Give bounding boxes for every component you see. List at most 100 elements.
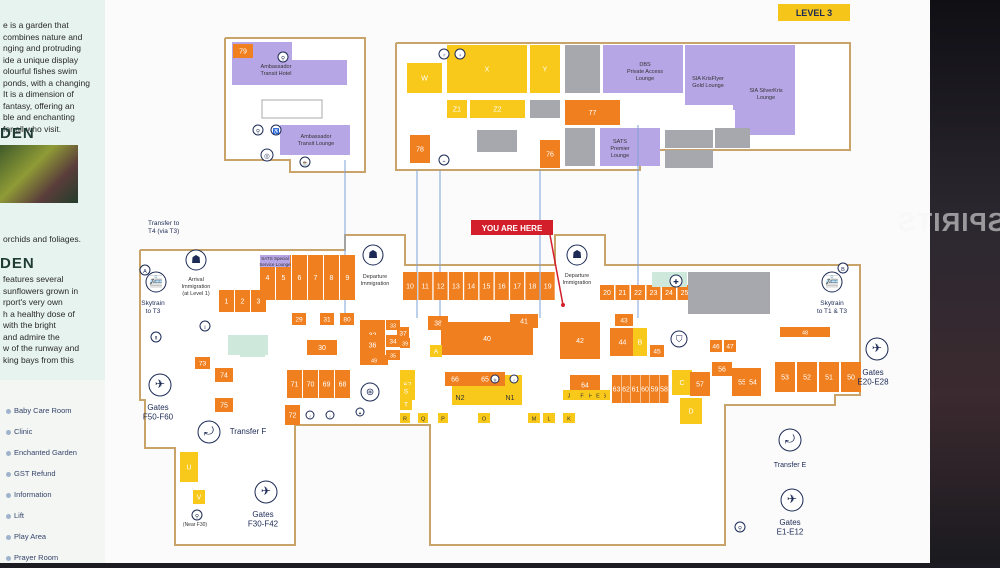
description-line: fantasy, offering an	[3, 100, 75, 111]
icon-small-glyph: ✦	[358, 411, 362, 416]
unit-number: 56	[718, 367, 726, 374]
unit-number: W	[421, 76, 428, 83]
shop-unit	[797, 362, 817, 392]
shop-unit	[195, 357, 210, 369]
shop-unit	[563, 390, 575, 400]
shop-unit	[715, 128, 750, 148]
shop-unit	[646, 285, 661, 300]
plane-bottom-icon	[254, 480, 278, 504]
shop-unit	[600, 285, 614, 300]
unit-number: T	[404, 402, 408, 409]
hotel-icon-glyph: ⚲	[281, 55, 285, 62]
gates-f50-label: Gates	[147, 403, 168, 412]
shop-unit	[251, 290, 266, 312]
unit-number: 76	[546, 152, 554, 159]
shop-unit	[600, 128, 660, 166]
level-badge	[778, 4, 850, 21]
unit-number: 25	[681, 290, 689, 297]
shop-unit	[690, 372, 710, 396]
garden-photo	[0, 145, 78, 203]
unit-number: 41	[520, 319, 528, 326]
stop-a-icon	[139, 264, 151, 276]
unit-number: 12	[437, 284, 445, 291]
unit-number: 61	[632, 387, 640, 394]
camera-icon	[260, 148, 274, 162]
legend-item: Lift	[6, 511, 24, 520]
shop-unit	[631, 375, 640, 403]
transfer-t4-label: Transfer to	[148, 220, 180, 227]
sats-service-lounge	[260, 255, 290, 267]
place-label: DBS	[639, 62, 651, 68]
unit-number: L	[547, 417, 550, 423]
information-icon-glyph: i	[204, 325, 205, 331]
section-title-2: DEN	[0, 255, 35, 272]
shop-unit	[287, 370, 302, 398]
level-badge-text: LEVEL 3	[796, 8, 832, 18]
description-line: ide a unique display	[3, 54, 79, 65]
unit-number: 6	[298, 275, 302, 282]
unit-number: 58	[660, 387, 668, 394]
play-area-icon	[360, 382, 380, 402]
description-line: rport's very own	[3, 297, 63, 307]
plane-right-icon	[865, 337, 889, 361]
shop-unit	[307, 340, 337, 355]
plane-bottom-icon-glyph: ✈	[261, 484, 271, 498]
unit-number: S	[404, 389, 409, 396]
shop-unit	[563, 413, 575, 423]
departure-immigration-label: Departure	[363, 274, 387, 280]
description-line: w of the runway and	[3, 343, 80, 353]
shop-unit	[612, 375, 621, 403]
info-icon-glyph: ⌁	[442, 159, 446, 165]
gates-f30-label: Gates	[252, 510, 273, 519]
unit-number: 36	[369, 343, 377, 350]
shop-unit	[665, 150, 713, 168]
skytrain-right-label: Skytrain	[820, 300, 844, 307]
place-label: Lounge	[757, 95, 775, 101]
shop-unit	[543, 413, 555, 423]
baby-care-icon	[191, 509, 203, 521]
departure-immigration-label: Immigration	[563, 280, 592, 286]
unit-number: 40	[483, 336, 491, 343]
legend-label: GST Refund	[14, 469, 56, 478]
unit-number: H	[589, 394, 593, 400]
shop-unit	[650, 345, 664, 357]
transfer-f-icon-glyph: ⤾	[204, 424, 214, 438]
ambassador-hotel-area	[232, 60, 347, 85]
description-line: e is a garden that	[3, 20, 69, 30]
stop-b-icon	[837, 262, 849, 274]
spirits-reflection: SPIRITS	[897, 207, 1000, 237]
legend-item: Prayer Room	[6, 553, 58, 562]
restroom-icon	[252, 124, 264, 136]
restroom-icon-glyph: ⚲	[256, 128, 260, 135]
empty-unit	[261, 99, 323, 119]
shop-unit	[403, 272, 417, 300]
unit-number: 23	[650, 290, 658, 297]
unit-number: 38	[434, 321, 442, 328]
unit-number: M	[532, 417, 537, 423]
arrival-immigration-label: (at Level 1)	[182, 291, 210, 297]
place-label: Private Access	[627, 69, 663, 75]
place-label: SIA KrisFlyer	[692, 76, 724, 82]
shop-unit	[633, 328, 647, 356]
shop-unit	[530, 100, 560, 118]
unit-number: 21	[619, 290, 627, 297]
unit-number: V	[197, 495, 202, 502]
transfer-f-icon	[197, 420, 221, 444]
unit-number: A	[434, 349, 439, 356]
legend-item: GST Refund	[6, 469, 56, 478]
unit-number: 13	[452, 284, 460, 291]
unit-number: 43	[620, 318, 628, 325]
place-label: SIA SilverKris	[749, 88, 783, 94]
transfer-f-label: Transfer F	[230, 427, 267, 436]
lift-icon	[150, 331, 162, 343]
description-line: and admire the	[3, 331, 60, 342]
shop-unit	[335, 370, 350, 398]
shop-unit	[410, 135, 430, 163]
you-are-here-dot	[561, 303, 565, 307]
shop-unit	[193, 490, 205, 504]
unit-number: 53	[781, 375, 789, 382]
unit-number: 16	[498, 284, 506, 291]
transfer-e-label: Transfer E	[774, 462, 807, 469]
